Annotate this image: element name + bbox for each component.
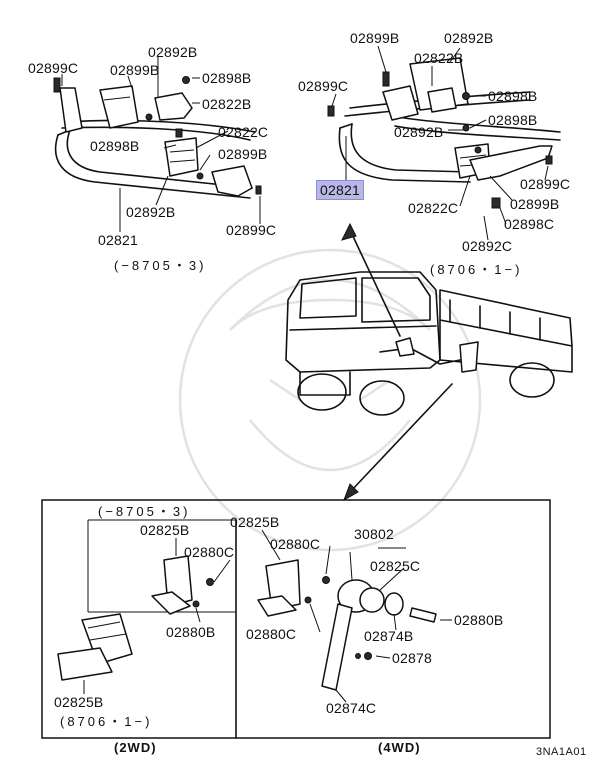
callout-02899b: 02899B <box>350 30 400 46</box>
truck-illustration <box>285 222 573 502</box>
period-caption-right: (8706・1−) <box>430 262 523 277</box>
callout-02874b: 02874B <box>364 628 414 644</box>
callout-02821-highlighted[interactable]: 02821 <box>316 180 364 200</box>
callout-02899c: 02899C <box>520 176 571 192</box>
callout-02825b: 02825B <box>230 514 280 530</box>
watermark-emblem-icon <box>178 248 482 552</box>
callout-02822c: 02822C <box>408 200 459 216</box>
callout-02898b: 02898B <box>202 70 252 86</box>
callout-02825c: 02825C <box>370 558 421 574</box>
period-caption-left: (−8705・3) <box>114 258 207 273</box>
callout-02892c: 02892C <box>462 238 513 254</box>
callout-02892b: 02892B <box>394 124 444 140</box>
callout-02898c: 02898C <box>504 216 555 232</box>
footer-4wd: (4WD) <box>378 740 421 755</box>
callout-02899b: 02899B <box>110 62 160 78</box>
period-label-before: (−8705・3) <box>98 504 191 519</box>
period-label-after: (8706・1−) <box>60 714 153 729</box>
callout-02898b: 02898B <box>90 138 140 154</box>
callout-02898b: 02898B <box>488 88 538 104</box>
top-right-assembly <box>327 45 561 241</box>
callout-02821: 02821 <box>98 232 138 248</box>
callout-02822b: 02822B <box>202 96 252 112</box>
callout-02822b: 02822B <box>414 50 464 66</box>
callout-02892b: 02892B <box>444 30 494 46</box>
callout-02825b: 02825B <box>140 522 190 538</box>
callout-02892b: 02892B <box>126 204 176 220</box>
callout-02899b: 02899B <box>510 196 560 212</box>
callout-02822c: 02822C <box>218 124 269 140</box>
callout-02880b: 02880B <box>454 612 504 628</box>
callout-02825b: 02825B <box>54 694 104 710</box>
callout-30802: 30802 <box>354 526 394 542</box>
callout-02899b: 02899B <box>218 146 268 162</box>
callout-02899c: 02899C <box>298 78 349 94</box>
bottom-box <box>41 499 551 739</box>
callout-02899c: 02899C <box>28 60 79 76</box>
top-left-assembly <box>53 56 262 232</box>
callout-02878: 02878 <box>392 650 432 666</box>
callout-02880b: 02880B <box>166 624 216 640</box>
callout-02892b: 02892B <box>148 44 198 60</box>
diagram-code: 3NA1A01 <box>536 746 587 758</box>
footer-2wd: (2WD) <box>114 740 157 755</box>
callout-02880c: 02880C <box>246 626 297 642</box>
callout-02880c: 02880C <box>184 544 235 560</box>
callout-02880c: 02880C <box>270 536 321 552</box>
callout-02899c: 02899C <box>226 222 277 238</box>
callout-02874c: 02874C <box>326 700 377 716</box>
callout-02898b: 02898B <box>488 112 538 128</box>
